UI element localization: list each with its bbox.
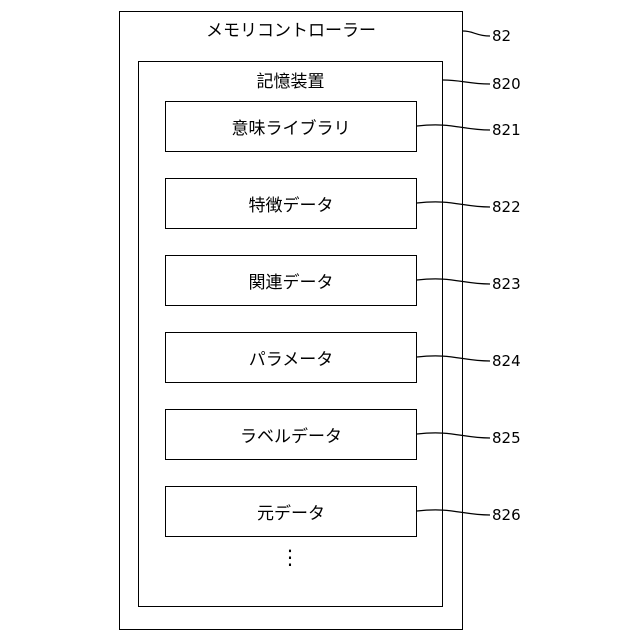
leader-line-824 [417,356,490,361]
leader-line-820 [443,80,490,84]
ref-label-821: 821 [492,121,521,139]
leader-line-823 [417,279,490,284]
ref-label-826: 826 [492,506,521,524]
ref-label-824: 824 [492,352,521,370]
leader-line-821 [417,125,490,130]
ref-label-820: 820 [492,75,521,93]
leader-line-822 [417,202,490,207]
leader-line-825 [417,433,490,438]
ref-label-822: 822 [492,198,521,216]
ref-label-82: 82 [492,27,511,45]
leader-line-82 [463,31,490,36]
ref-label-823: 823 [492,275,521,293]
leader-line-826 [417,510,490,515]
ref-label-825: 825 [492,429,521,447]
